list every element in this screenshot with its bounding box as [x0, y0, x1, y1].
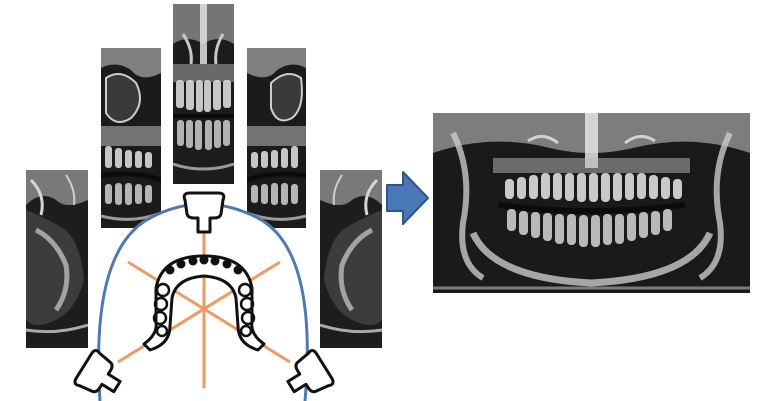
- arrow-right-icon: [387, 172, 428, 224]
- panoramic-xray-image: [433, 113, 750, 293]
